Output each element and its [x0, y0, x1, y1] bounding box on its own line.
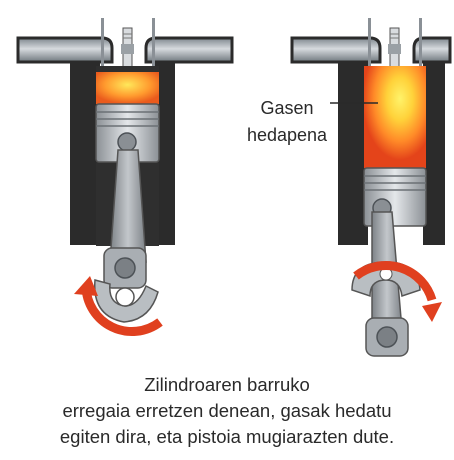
caption-line-3: egiten dira, eta pistoia mugiarazten dut…: [59, 426, 395, 447]
left-intake-pipe: [16, 36, 114, 64]
annotation-line-2: hedapena: [246, 125, 328, 145]
left-engine: [16, 18, 234, 336]
left-valve-stem: [101, 18, 104, 68]
right-cylinder-wall: [423, 62, 445, 245]
spark-plug-icon: [121, 27, 134, 71]
caption-line-2: erregaia erretzen denean, gasak hedatu: [62, 400, 392, 421]
left-combustion-chamber: [96, 72, 159, 104]
annotation-line-1: Gasen: [260, 98, 314, 118]
right-valve-stem: [419, 18, 422, 68]
rotation-arrow-icon: [353, 261, 442, 322]
right-combustion-chamber: [364, 66, 426, 168]
right-engine: [290, 18, 452, 357]
right-intake-pipe: [290, 36, 382, 64]
right-valve-stem: [368, 18, 371, 68]
annotation-label: Gasen hedapena: [232, 95, 342, 149]
left-valve-stem: [152, 18, 155, 68]
caption: Zilindroaren barruko erregaia erretzen d…: [0, 372, 454, 450]
left-piston: [95, 103, 160, 163]
left-crank: [94, 247, 159, 323]
left-exhaust-pipe: [144, 36, 234, 64]
left-cylinder-wall: [70, 62, 100, 245]
right-cylinder-wall: [338, 62, 368, 245]
caption-line-1: Zilindroaren barruko: [144, 374, 310, 395]
right-exhaust-pipe: [412, 36, 452, 64]
spark-plug-icon: [388, 27, 401, 71]
rotation-arrow-icon: [74, 276, 163, 336]
left-cylinder-wall: [155, 62, 175, 245]
